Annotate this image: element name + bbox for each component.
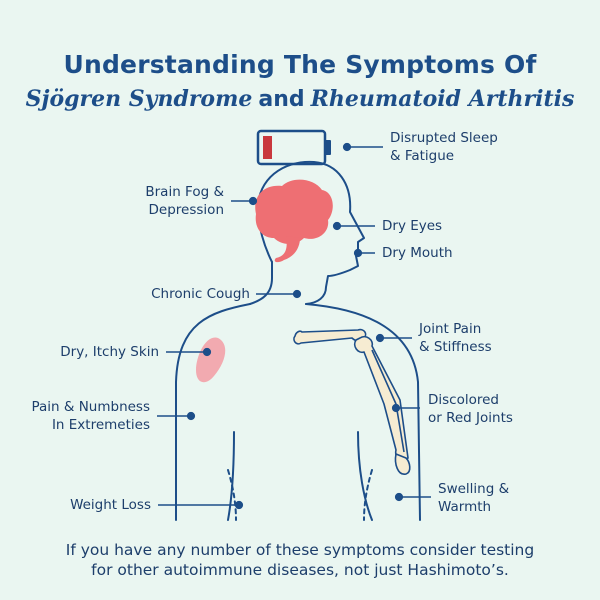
- condition-sjogren: Sjögren Syndrome: [25, 86, 253, 112]
- right-waist-dashed: [363, 469, 373, 521]
- torso-left-outline: [175, 303, 251, 521]
- skin-patch: [196, 337, 226, 383]
- title-line-1: Understanding The Symptoms Of: [63, 50, 537, 79]
- neck-outline: [249, 261, 273, 305]
- label-sleep-line-1: Disrupted Sleep: [390, 130, 498, 146]
- label-discolored-line-1: Discolored: [428, 392, 500, 408]
- label-pain-numbness-line-1: Pain & Numbness: [31, 399, 150, 415]
- label-weight-loss: Weight Loss: [70, 497, 151, 513]
- label-swelling-line-1: Swelling &: [438, 481, 510, 497]
- label-joint-pain: Joint Pain & Stiffness: [419, 320, 492, 356]
- title-connector: and: [258, 87, 305, 112]
- label-sleep-line-2: & Fatigue: [390, 148, 455, 164]
- footer-line-1: If you have any number of these symptoms…: [65, 541, 535, 559]
- dot-swelling: [394, 492, 404, 502]
- torso-right-outline: [305, 303, 421, 521]
- dot-dry-eyes: [332, 221, 342, 231]
- footer-note: If you have any number of these symptoms…: [0, 540, 600, 580]
- dot-joint-pain: [375, 333, 385, 343]
- label-joint-pain-line-1: Joint Pain: [419, 321, 482, 337]
- label-brain-fog: Brain Fog & Depression: [145, 183, 224, 219]
- brain-illustration: [255, 179, 333, 263]
- condition-ra: Rheumatoid Arthritis: [310, 86, 575, 112]
- label-pain-numbness-line-2: In Extremeties: [51, 417, 150, 433]
- battery-icon: [256, 129, 331, 166]
- arm-bones: [293, 328, 411, 475]
- label-chronic-cough: Chronic Cough: [151, 286, 250, 302]
- battery-level-fill: [263, 136, 272, 159]
- label-brain-fog-line-1: Brain Fog &: [145, 184, 224, 200]
- dot-discolored: [391, 403, 401, 413]
- left-waist-dashed: [227, 469, 237, 521]
- label-joint-pain-line-2: & Stiffness: [419, 339, 492, 355]
- left-arm-inner-outline: [227, 431, 235, 521]
- dot-chronic-cough: [292, 289, 302, 299]
- label-swelling-line-2: Warmth: [438, 499, 492, 515]
- footer-line-2: for other autoimmune diseases, not just …: [91, 561, 509, 579]
- dot-pain-numbness: [186, 411, 196, 421]
- dot-weight-loss: [234, 500, 244, 510]
- label-discolored-line-2: or Red Joints: [428, 410, 513, 426]
- label-dry-mouth: Dry Mouth: [382, 245, 453, 261]
- label-dry-eyes: Dry Eyes: [382, 218, 443, 234]
- label-pain-numbness: Pain & Numbness In Extremeties: [31, 398, 150, 434]
- right-arm-inner-outline: [357, 431, 373, 521]
- label-sleep-fatigue: Disrupted Sleep & Fatigue: [390, 129, 498, 165]
- label-brain-fog-line-2: Depression: [148, 202, 224, 218]
- dot-dry-skin: [202, 347, 212, 357]
- dot-dry-mouth: [353, 248, 363, 258]
- label-discolored-joints: Discolored or Red Joints: [428, 391, 513, 427]
- dot-sleep: [342, 142, 352, 152]
- label-swelling-warmth: Swelling & Warmth: [438, 480, 509, 516]
- label-dry-itchy-skin: Dry, Itchy Skin: [60, 344, 159, 360]
- dot-brain-fog: [248, 196, 258, 206]
